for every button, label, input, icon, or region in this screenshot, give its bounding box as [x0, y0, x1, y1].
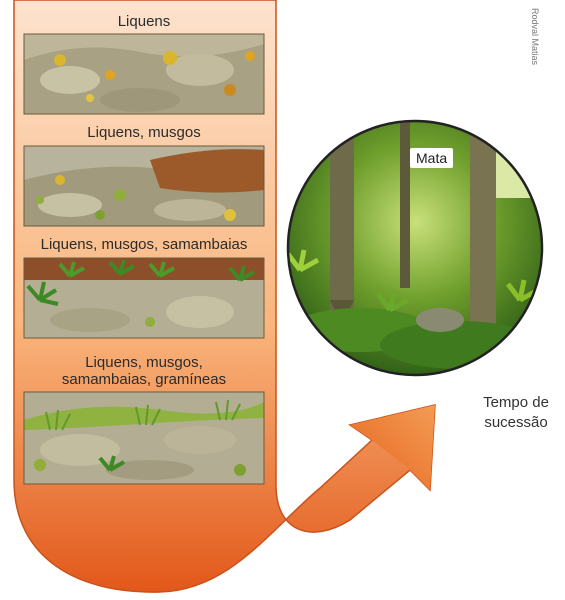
stage-3-scene	[24, 258, 264, 338]
forest-label: Mata	[410, 148, 453, 168]
stage-4-label-line2: samambaias, gramíneas	[10, 371, 278, 388]
stage-1-label: Liquens	[24, 13, 264, 30]
time-label-line1: Tempo de	[470, 393, 562, 413]
time-label: Tempo de sucessão	[470, 393, 562, 433]
stage-4-label-line1: Liquens, musgos,	[24, 354, 264, 371]
stage-2-label: Liquens, musgos	[24, 124, 264, 141]
illustrator-credit: Rodval Matias	[530, 8, 540, 98]
stage-4-scene	[24, 392, 264, 484]
stage-2-scene	[24, 146, 264, 226]
time-label-line2: sucessão	[470, 413, 562, 433]
stage-1-scene	[24, 34, 264, 114]
stage-3-label: Liquens, musgos, samambaias	[10, 236, 278, 253]
